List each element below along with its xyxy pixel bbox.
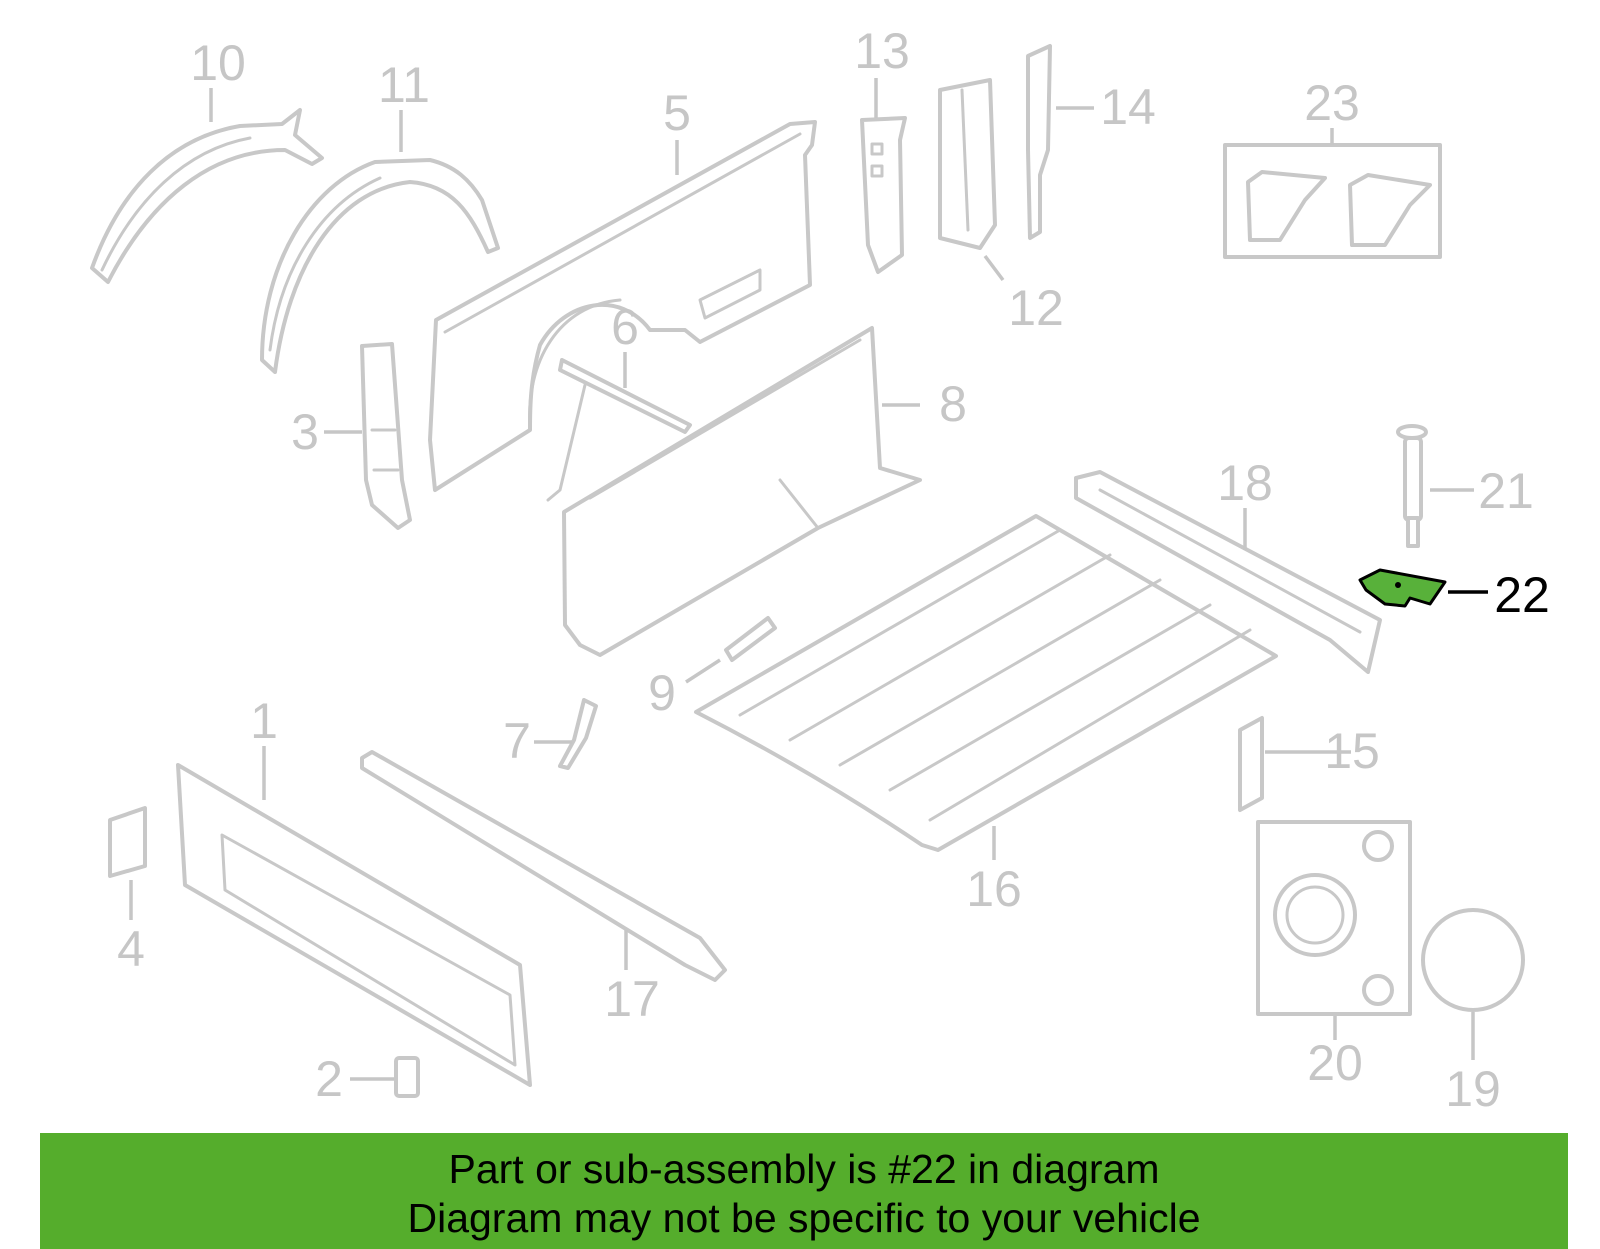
callout-3: 3 bbox=[291, 404, 319, 460]
part-19-fuel-door[interactable] bbox=[1421, 908, 1525, 1012]
callout-15: 15 bbox=[1324, 723, 1380, 779]
callout-17: 17 bbox=[604, 971, 660, 1027]
part-17-sill[interactable] bbox=[360, 750, 727, 982]
callout-22: 22 bbox=[1494, 567, 1550, 623]
part-20-fuel-pocket[interactable] bbox=[1256, 820, 1412, 1016]
banner-line-1: Part or sub-assembly is #22 in diagram bbox=[448, 1146, 1160, 1192]
part-4-pad[interactable] bbox=[108, 806, 147, 878]
callout-12: 12 bbox=[1008, 280, 1064, 336]
part-18-rail[interactable] bbox=[1074, 470, 1382, 674]
part-10-wheelhouse-arch[interactable] bbox=[90, 108, 324, 284]
part-3-bracket[interactable] bbox=[360, 342, 412, 530]
callout-1: 1 bbox=[250, 693, 278, 749]
part-1-tailgate[interactable] bbox=[176, 763, 532, 1087]
banner-line-2: Diagram may not be specific to your vehi… bbox=[407, 1195, 1201, 1241]
part-7-hook[interactable] bbox=[558, 698, 598, 770]
callout-labels: 10 11 5 6 3 8 13 12 14 23 18 21 22 9 7 1… bbox=[117, 23, 1550, 1117]
part-12-pillar[interactable] bbox=[938, 78, 997, 250]
part-21-bolt[interactable] bbox=[1396, 424, 1428, 548]
callout-20: 20 bbox=[1307, 1035, 1363, 1091]
part-5-side-panel[interactable] bbox=[428, 120, 817, 492]
callout-5: 5 bbox=[663, 85, 691, 141]
callout-21: 21 bbox=[1478, 463, 1534, 519]
callout-11: 11 bbox=[378, 57, 430, 113]
part-23-bracket-kit[interactable] bbox=[1223, 143, 1442, 259]
callout-4: 4 bbox=[117, 921, 145, 977]
callout-10: 10 bbox=[190, 35, 246, 91]
part-11-wheelhouse-inner[interactable] bbox=[260, 158, 500, 374]
part-16-floor[interactable] bbox=[694, 514, 1278, 852]
part-6-strap[interactable] bbox=[546, 358, 692, 502]
callout-19: 19 bbox=[1445, 1061, 1501, 1117]
part-2-clip[interactable] bbox=[394, 1056, 420, 1098]
leader-lines bbox=[129, 78, 1488, 1081]
part-13-pillar[interactable] bbox=[860, 116, 907, 274]
part-9-bracket[interactable] bbox=[724, 616, 777, 662]
callout-14: 14 bbox=[1100, 79, 1156, 135]
callout-13: 13 bbox=[854, 23, 910, 79]
callout-23: 23 bbox=[1304, 75, 1360, 131]
part-14-pillar[interactable] bbox=[1026, 44, 1052, 240]
info-banner: Part or sub-assembly is #22 in diagram D… bbox=[40, 1133, 1568, 1249]
callout-9: 9 bbox=[648, 665, 676, 721]
part-15-plate[interactable] bbox=[1238, 716, 1264, 812]
callout-8: 8 bbox=[939, 376, 967, 432]
callout-16: 16 bbox=[966, 861, 1022, 917]
callout-18: 18 bbox=[1217, 455, 1273, 511]
callout-7: 7 bbox=[503, 713, 531, 769]
part-22-highlighted-bracket[interactable] bbox=[1358, 568, 1447, 608]
part-8-front-panel[interactable] bbox=[562, 326, 922, 657]
callout-6: 6 bbox=[611, 299, 639, 355]
callout-2: 2 bbox=[315, 1051, 343, 1107]
